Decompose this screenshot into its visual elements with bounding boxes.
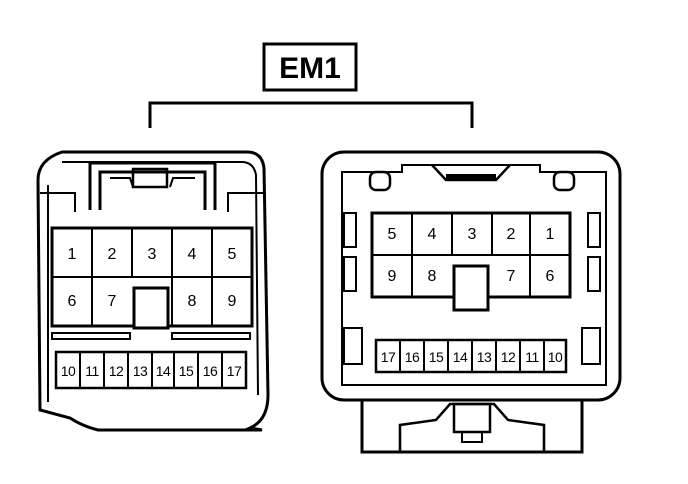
pin-label: 4 <box>188 246 197 263</box>
pin-label: 15 <box>179 363 194 379</box>
pin-label: 2 <box>507 226 516 243</box>
left-connector <box>36 150 270 432</box>
right-connector <box>320 150 622 454</box>
pin-label: 3 <box>148 246 157 263</box>
pin-label: 13 <box>133 363 148 379</box>
left-connector-body <box>36 150 270 432</box>
right-connector-inner <box>341 164 607 386</box>
pin-label: 12 <box>109 363 124 379</box>
pin-label: 5 <box>388 226 397 243</box>
right-connector-body <box>320 150 622 402</box>
pin-label: 1 <box>546 226 555 243</box>
pin-label: 2 <box>108 246 117 263</box>
pin-label: 10 <box>548 349 563 365</box>
pin-label: 5 <box>228 246 237 263</box>
pin-label: 13 <box>477 349 492 365</box>
connector-title: EM1 <box>262 42 358 92</box>
title-bracket <box>148 101 474 128</box>
pin-label: 7 <box>108 293 117 310</box>
pin-label: 3 <box>468 226 477 243</box>
right-key-slot <box>452 264 490 312</box>
pin-label: 14 <box>156 363 171 379</box>
pin-label: 4 <box>428 226 437 243</box>
right-bottom-latch <box>360 400 584 454</box>
pin-label: 16 <box>203 363 218 379</box>
pin-label: 17 <box>381 349 396 365</box>
pin-label: 14 <box>453 349 468 365</box>
pin-label: 6 <box>68 293 77 310</box>
pin-label: 9 <box>228 293 237 310</box>
pin-label: 6 <box>546 268 555 285</box>
left-latch <box>88 161 217 210</box>
pin-label: 7 <box>507 268 516 285</box>
left-key-slot <box>132 286 170 330</box>
pin-label: 8 <box>428 268 437 285</box>
pin-label: 16 <box>405 349 420 365</box>
pin-label: 10 <box>61 363 76 379</box>
pin-label: 8 <box>188 293 197 310</box>
pin-label: 12 <box>501 349 516 365</box>
left-pin-labels: 1 2 3 4 5 6 7 8 9 10 11 12 13 14 15 16 1… <box>61 246 243 379</box>
pin-label: 17 <box>227 363 242 379</box>
pin-label: 1 <box>68 246 77 263</box>
pin-label: 11 <box>85 363 99 379</box>
connector-title-text: EM1 <box>279 52 341 85</box>
right-pin-labels: 5 4 3 2 1 9 8 7 6 17 16 15 14 13 12 11 1… <box>381 226 564 365</box>
pin-label: 9 <box>388 268 397 285</box>
pin-label: 11 <box>525 349 539 365</box>
pin-label: 15 <box>429 349 444 365</box>
